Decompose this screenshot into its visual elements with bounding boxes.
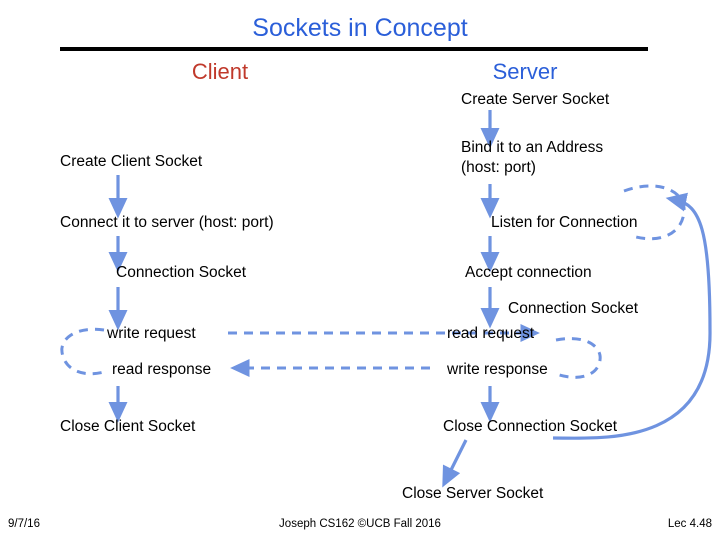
server-step-close-connection-socket: Close Connection Socket: [443, 418, 618, 435]
footer-center-text: Joseph CS162 ©UCB Fall 2016: [279, 518, 441, 530]
server-step-read-request: read request: [447, 325, 535, 342]
client-step-connect: Connect it to server (host: port): [60, 214, 274, 231]
server-step-listen: Listen for Connection: [491, 214, 638, 231]
title-divider: [60, 47, 648, 51]
client-step-close-socket: Close Client Socket: [60, 418, 196, 435]
server-step-bind: Bind it to an Address: [461, 139, 604, 156]
server-step-bind-hostport: (host: port): [461, 159, 536, 176]
footer-lecture-number: Lec 4.48: [667, 518, 712, 530]
page-title: Sockets in Concept: [252, 14, 468, 42]
server-step-connection-socket: Connection Socket: [508, 300, 639, 317]
client-step-write-request: write request: [107, 325, 196, 342]
client-column-heading: Client: [191, 59, 249, 84]
footer-date: 9/7/16: [8, 518, 40, 530]
client-step-create-socket: Create Client Socket: [60, 153, 203, 170]
server-step-close-server-socket: Close Server Socket: [402, 485, 544, 502]
server-step-create-socket: Create Server Socket: [461, 91, 610, 108]
server-step-write-response: write response: [447, 361, 548, 378]
client-step-connection-socket: Connection Socket: [116, 264, 247, 281]
client-step-read-response: read response: [112, 361, 212, 378]
server-step-accept: Accept connection: [465, 264, 592, 281]
server-column-heading: Server: [492, 59, 558, 84]
